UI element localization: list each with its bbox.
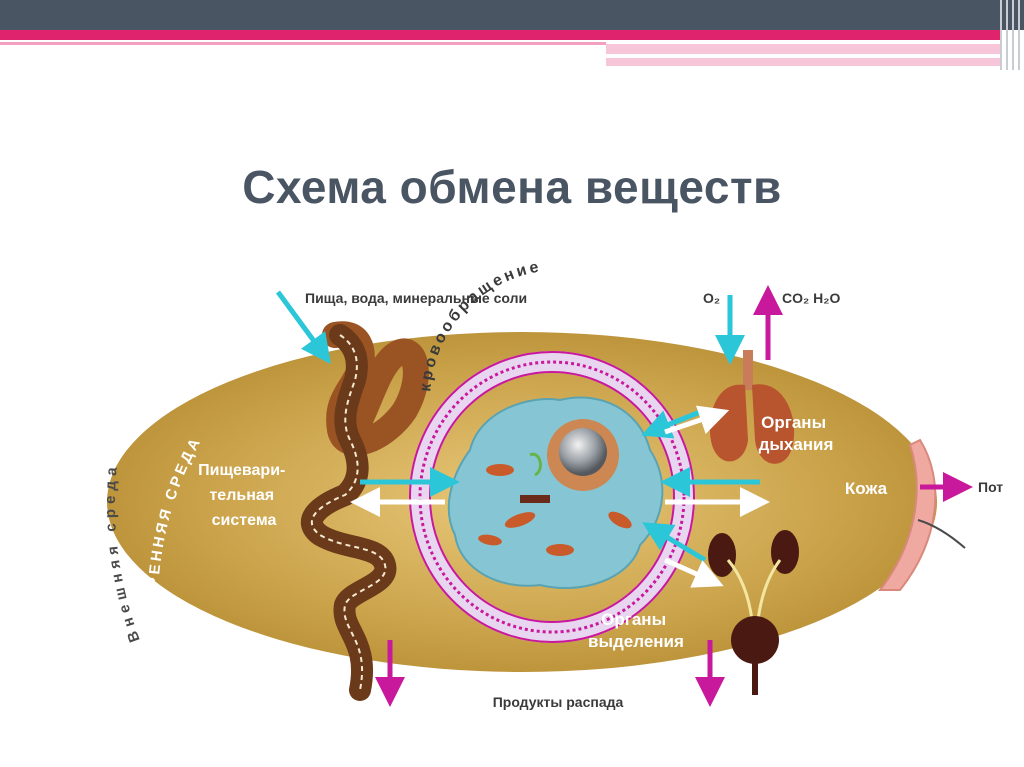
header-bar [0, 0, 1024, 30]
edge-decoration [996, 0, 1024, 70]
digestive-system-label: Пищевари- тельная система [198, 462, 290, 529]
lungs-organ [709, 350, 795, 464]
slide-title: Схема обмена веществ [242, 161, 782, 213]
accent-right-gap [606, 54, 1000, 58]
skin-label: Кожа [845, 479, 888, 498]
excretion-organs-label: Органы выделения [588, 610, 684, 651]
sweat-label: Пот [978, 479, 1003, 495]
skin-shape [877, 438, 937, 591]
decay-products-label: Продукты распада [493, 694, 624, 710]
respiratory-organs-label: Органы дыхания [759, 413, 834, 454]
co2-h2o-label: CO₂ H₂O [782, 290, 840, 306]
food-input-label: Пища, вода, минеральные соли [305, 290, 527, 306]
accent-stripe [0, 30, 1000, 40]
accent-thin-stripe [0, 42, 606, 45]
cell-illustration [447, 396, 664, 589]
food-input-arrow [275, 290, 331, 365]
digestive-organ [301, 321, 429, 701]
o2-label: O₂ [703, 290, 720, 306]
